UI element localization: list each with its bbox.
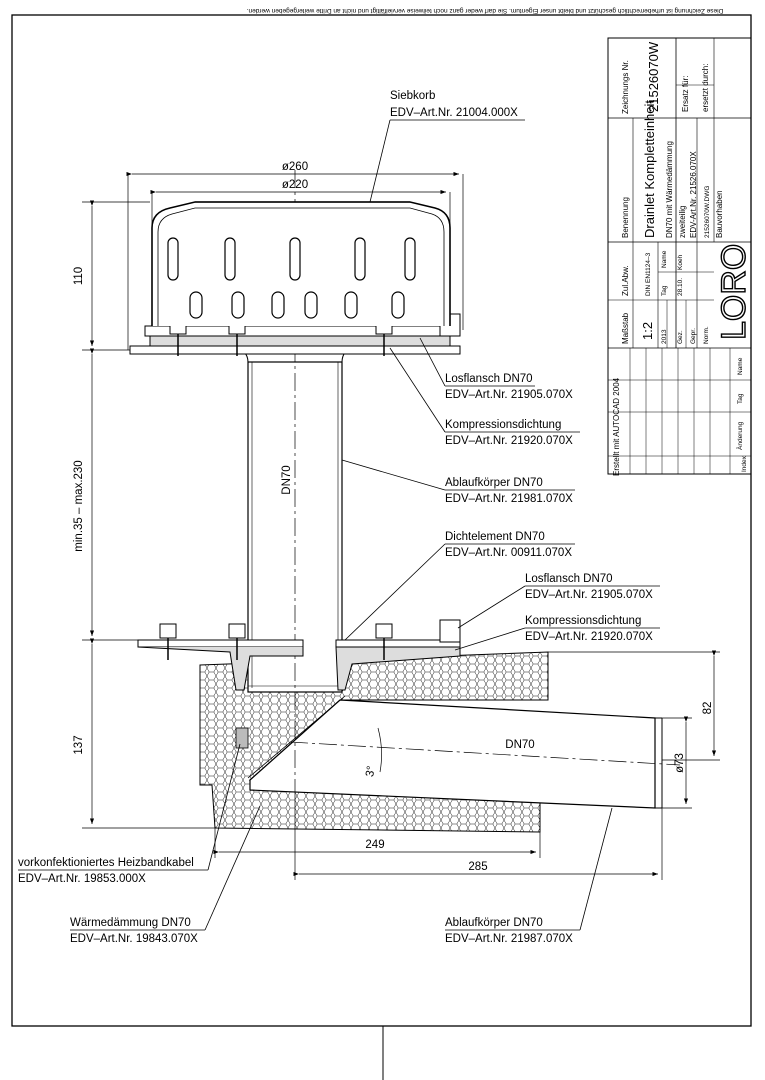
dim-h110: 110	[73, 267, 85, 285]
scale-value: 1:2	[640, 322, 655, 340]
horizontal-centre-line	[289, 741, 681, 766]
losflansch-lower-name: Losflansch DN70	[525, 573, 613, 585]
dn70-horizontal-label: DN70	[505, 739, 534, 751]
change-tag-label: Tag	[737, 393, 744, 404]
description-line-1: DN70 mit Wärmedämmung	[665, 141, 674, 238]
ersetzt-durch-label: ersetzt durch:	[701, 64, 710, 112]
lower-flange	[137, 619, 461, 691]
siebkorb-art: EDV–Art.Nr. 21004.000X	[390, 107, 518, 119]
copyright-notice: Diese Zeichnung ist urheberrechtlich ges…	[247, 7, 724, 14]
zul-abw-label: Zul.Abw.	[621, 265, 630, 296]
dim-d73: ø73	[674, 753, 686, 773]
losflansch-top-name: Losflansch DN70	[445, 373, 533, 385]
index-label: Index	[741, 455, 748, 472]
drawing-title: Drainlet Kompletteinheit	[642, 100, 657, 238]
heizband-art: EDV–Art.Nr. 19853.000X	[18, 873, 146, 885]
gepr-label: Gepr.	[690, 328, 697, 344]
kompression-lower-art: EDV–Art.Nr. 21920.070X	[525, 631, 653, 643]
dimension-lines	[82, 171, 720, 880]
massstab-label: Maßstab	[621, 312, 630, 344]
benennung-label: Benennung	[621, 197, 630, 238]
cad-note: Erstellt mit AUTOCAD 2004	[612, 377, 621, 476]
bauvorhaben-label: Bauvorhaben	[715, 190, 724, 238]
name-header: Name	[661, 250, 668, 268]
waermedaemmung-name: Wärmedämmung DN70	[70, 917, 191, 929]
din-standard: DIN EN1124–3	[645, 252, 652, 296]
losflansch-lower-art: EDV–Art.Nr. 21905.070X	[525, 589, 653, 601]
zeichnungs-nr-label: Zeichnungs Nr.	[621, 60, 630, 114]
description-line-4: 21526070W.DWG	[704, 186, 711, 238]
dim-w249: 249	[365, 839, 384, 851]
dichtelement-art: EDV–Art.Nr. 00911.070X	[445, 547, 572, 559]
ablaufkoerper-horizontal-art: EDV–Art.Nr. 21987.070X	[445, 933, 573, 945]
norm-label: Norm.	[703, 326, 710, 344]
dim-h82: 82	[702, 702, 714, 715]
kompression-top-name: Kompressionsdichtung	[445, 419, 561, 431]
strainer-basket	[151, 201, 451, 326]
aenderung-label: Änderung	[736, 421, 744, 450]
gez-name: Koeh	[677, 254, 684, 270]
heating-cable	[235, 727, 249, 749]
ersatz-fuer-label: Ersatz für:	[681, 76, 690, 112]
dichtelement-name: Dichtelement DN70	[445, 531, 545, 543]
ablaufkoerper-vertical-art: EDV–Art.Nr. 21981.070X	[445, 493, 573, 505]
description-line-3: EDV-Art.Nr. 21526.070X	[689, 151, 698, 238]
siebkorb-name: Siebkorb	[390, 90, 435, 102]
ablaufkoerper-vertical-name: Ablaufkörper DN70	[445, 477, 543, 489]
dim-angle: 3°	[364, 765, 378, 778]
ablaufkoerper-horizontal-name: Ablaufkörper DN70	[445, 917, 543, 929]
tag-header: Tag	[661, 285, 668, 296]
dim-w285: 285	[468, 861, 487, 873]
gez-label: Gez.	[677, 330, 684, 344]
heizband-name: vorkonfektioniertes Heizbandkabel	[18, 857, 194, 869]
waermedaemmung-art: EDV–Art.Nr. 19843.070X	[70, 933, 198, 945]
company-logo: LORO	[715, 244, 753, 340]
dn70-vertical-label: DN70	[281, 465, 293, 494]
kompression-top-art: EDV–Art.Nr. 21920.070X	[445, 435, 573, 447]
dim-d260: ø260	[282, 161, 308, 173]
drawing-number: 21526070W	[646, 41, 661, 112]
gez-date: 28.10.	[677, 278, 684, 296]
year: 2013	[661, 329, 668, 344]
description-line-2: zweiteilig	[678, 206, 687, 238]
dim-height-range: min.35 – max.230	[73, 460, 85, 551]
sheet-frame	[11, 14, 752, 1027]
title-block	[607, 37, 752, 475]
dim-h137: 137	[73, 735, 85, 754]
losflansch-top-art: EDV–Art.Nr. 21905.070X	[445, 389, 573, 401]
leader-lines	[18, 119, 660, 931]
dim-d220: ø220	[282, 179, 308, 191]
kompression-lower-name: Kompressionsdichtung	[525, 615, 641, 627]
change-name-label: Name	[737, 357, 744, 375]
